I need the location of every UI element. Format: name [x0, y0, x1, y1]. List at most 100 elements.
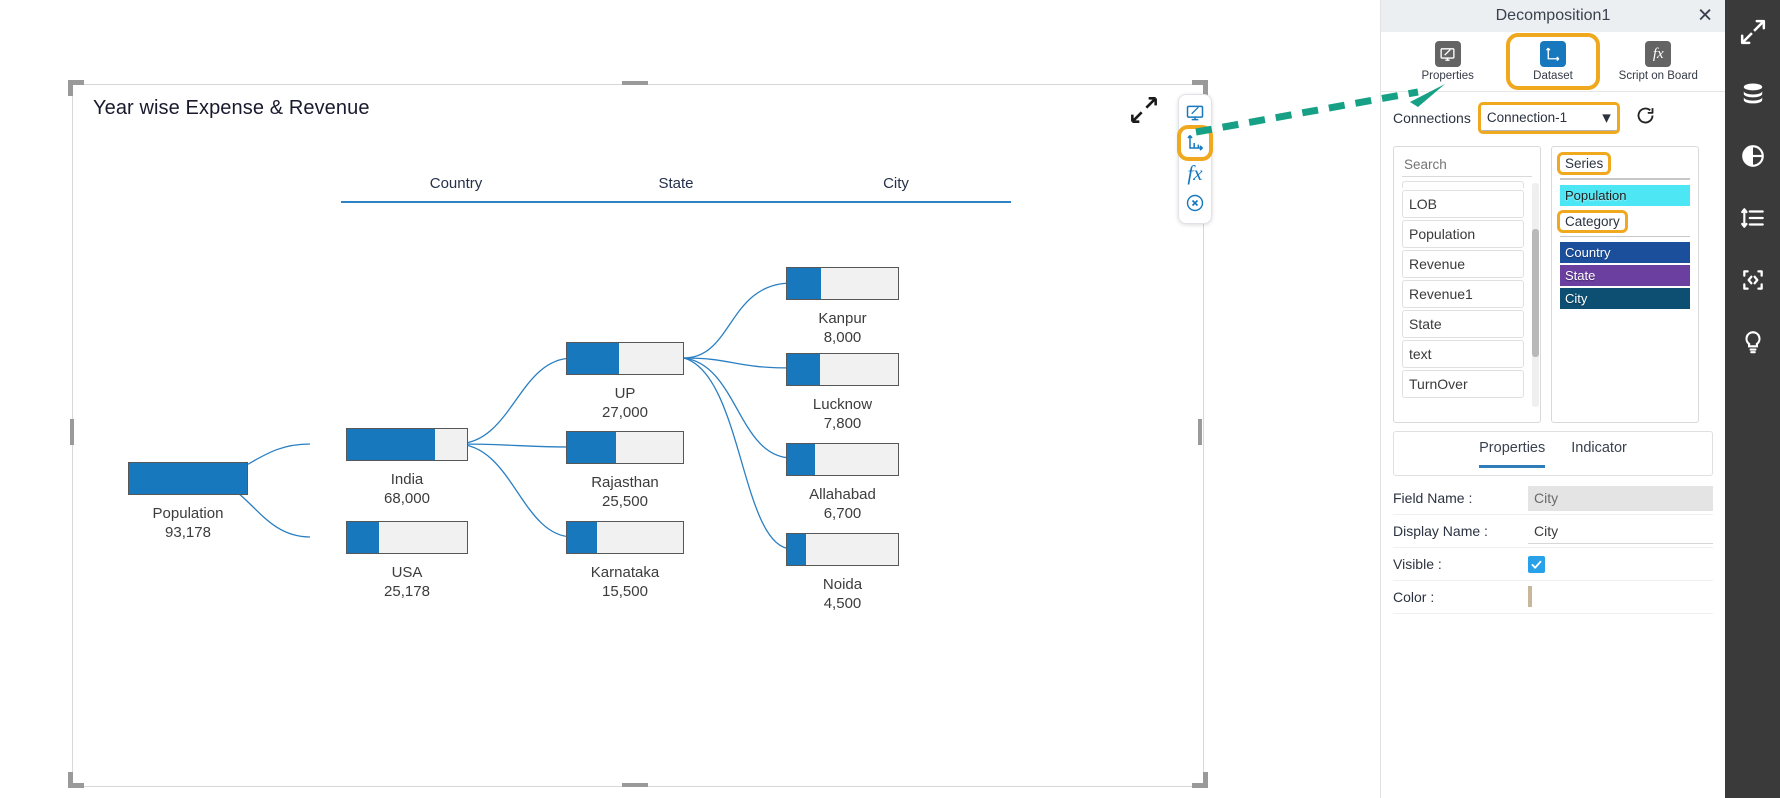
selection-handle-bottom[interactable] [622, 783, 648, 787]
visible-checkbox[interactable] [1528, 555, 1545, 573]
code-brackets-icon[interactable] [1733, 260, 1773, 300]
pie-chart-icon[interactable] [1733, 136, 1773, 176]
node-name: Noida [822, 576, 863, 593]
selection-handle-left[interactable] [70, 419, 74, 445]
lightbulb-icon[interactable] [1733, 322, 1773, 362]
widget-toolbar[interactable]: fx [1177, 94, 1213, 224]
node-bar [128, 462, 248, 495]
node-bar [566, 431, 684, 464]
connections-label: Connections [1393, 110, 1471, 126]
formula-icon[interactable]: fx [1187, 160, 1203, 185]
node-name: USA [391, 564, 423, 581]
fields-scrollbar-thumb[interactable] [1532, 229, 1539, 357]
tree-node-kanpur[interactable]: Kanpur 8,000 [786, 267, 899, 347]
node-value: 25,178 [384, 583, 430, 600]
field-name-label: Field Name : [1393, 490, 1473, 506]
tab-script-on-board[interactable]: fx Script on Board [1615, 37, 1701, 86]
tree-node-lucknow[interactable]: Lucknow 7,800 [786, 353, 899, 433]
node-value: 8,000 [823, 329, 862, 346]
node-label: India 68,000 [346, 470, 468, 508]
node-name: Karnataka [590, 564, 660, 581]
node-label: Kanpur 8,000 [786, 309, 899, 347]
selection-handle-top[interactable] [622, 81, 648, 85]
list-resize-icon[interactable] [1733, 198, 1773, 238]
node-name: Allahabad [809, 486, 876, 503]
fields-scrollbar-track[interactable] [1532, 183, 1539, 407]
panel-title: Decomposition1 [1495, 7, 1611, 24]
node-label: Rajasthan 25,500 [566, 473, 684, 511]
node-bar-fill [567, 343, 620, 374]
expand-collapse-icon[interactable] [1733, 12, 1773, 52]
node-value: 7,800 [823, 415, 862, 432]
sub-tab-indicator[interactable]: Indicator [1571, 439, 1627, 456]
sub-tab-properties[interactable]: Properties [1479, 440, 1546, 468]
field-item-revenue[interactable]: Revenue [1402, 250, 1524, 278]
tree-node-india[interactable]: India 68,000 [346, 428, 468, 508]
color-row[interactable]: Color : [1393, 581, 1713, 614]
dataset-lists[interactable]: LOB Population Revenue Revenue1 State te… [1381, 140, 1725, 423]
node-bar-fill [787, 444, 815, 475]
category-pill-label: State [1565, 268, 1596, 283]
visible-row[interactable]: Visible : [1393, 548, 1713, 581]
edit-widget-icon[interactable] [1181, 99, 1209, 127]
node-bar [566, 521, 684, 554]
properties-form[interactable]: Field Name : Display Name : Visible : [1381, 476, 1725, 614]
category-pill-country[interactable]: Country [1560, 242, 1690, 263]
decomposition-side-panel[interactable]: Decomposition1 ✕ Properties [1380, 0, 1725, 798]
node-label: Karnataka 15,500 [566, 563, 684, 601]
tree-node-up[interactable]: UP 27,000 [566, 342, 684, 422]
node-name: UP [614, 385, 636, 402]
category-pill-state[interactable]: State [1560, 265, 1690, 286]
connection-select[interactable]: Connection-1 ▾ [1477, 102, 1620, 134]
node-bar [786, 267, 899, 300]
panel-mode-tabs[interactable]: Properties Dataset fx Script on Board [1381, 32, 1725, 92]
board-canvas[interactable]: Year wise Expense & Revenue Country [0, 0, 1445, 798]
node-value: 68,000 [384, 490, 430, 507]
field-item-lob[interactable]: LOB [1402, 190, 1524, 218]
refresh-icon[interactable] [1635, 105, 1656, 131]
tree-node-population[interactable]: Population 93,178 [128, 462, 248, 542]
node-bar [346, 521, 468, 554]
right-rail[interactable] [1725, 0, 1780, 798]
field-item-revenue1[interactable]: Revenue1 [1402, 280, 1524, 308]
tab-dataset[interactable]: Dataset [1505, 33, 1600, 90]
field-item-text[interactable]: text [1402, 340, 1524, 368]
node-bar [786, 533, 899, 566]
category-pill-city[interactable]: City [1560, 288, 1690, 309]
search-input[interactable] [1402, 153, 1532, 177]
color-swatch[interactable] [1528, 586, 1532, 607]
series-divider [1560, 178, 1690, 180]
field-item-population[interactable]: Population [1402, 220, 1524, 248]
column-header-city: City [781, 175, 1011, 203]
node-name: Lucknow [812, 396, 873, 413]
tree-node-karnataka[interactable]: Karnataka 15,500 [566, 521, 684, 601]
selection-handle-right[interactable] [1198, 419, 1202, 445]
close-icon[interactable]: ✕ [1697, 5, 1713, 27]
tree-node-rajasthan[interactable]: Rajasthan 25,500 [566, 431, 684, 511]
node-value: 15,500 [602, 583, 648, 600]
tree-node-usa[interactable]: USA 25,178 [346, 521, 468, 601]
connections-row[interactable]: Connections Connection-1 ▾ [1381, 96, 1725, 140]
tree-node-noida[interactable]: Noida 4,500 [786, 533, 899, 613]
panel-sub-tabs[interactable]: Properties Indicator [1393, 431, 1713, 476]
series-pill-population[interactable]: Population [1560, 184, 1690, 206]
node-bar [786, 353, 899, 386]
node-bar [346, 428, 468, 461]
database-icon[interactable] [1733, 74, 1773, 114]
fields-list[interactable]: LOB Population Revenue Revenue1 State te… [1393, 146, 1541, 423]
decomposition-widget[interactable]: Year wise Expense & Revenue Country [72, 84, 1204, 787]
delete-icon[interactable] [1181, 189, 1209, 217]
node-label: Lucknow 7,800 [786, 395, 899, 433]
display-name-row[interactable]: Display Name : [1393, 515, 1713, 548]
column-rule [781, 201, 1011, 203]
field-item-state[interactable]: State [1402, 310, 1524, 338]
field-item-turnover[interactable]: TurnOver [1402, 370, 1524, 398]
tree-node-allahabad[interactable]: Allahabad 6,700 [786, 443, 899, 523]
expand-diagonal-icon[interactable] [1130, 96, 1158, 124]
category-pill-label: City [1565, 291, 1588, 306]
fields-scroll[interactable]: LOB Population Revenue Revenue1 State te… [1402, 181, 1532, 410]
tab-properties[interactable]: Properties [1405, 37, 1491, 86]
series-category-panel[interactable]: Series Population Category Country State… [1551, 146, 1699, 423]
display-name-input[interactable] [1528, 518, 1713, 544]
dataset-icon[interactable] [1177, 125, 1213, 161]
